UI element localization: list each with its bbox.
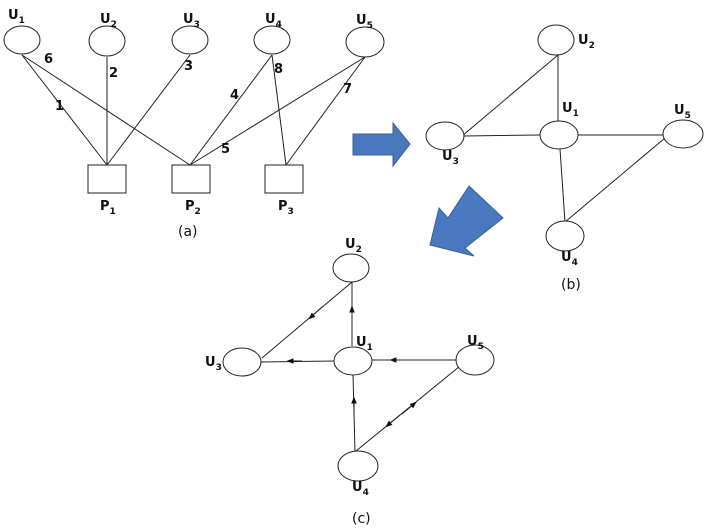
node-b-u4 (545, 220, 585, 252)
weight-label-1: 1 (55, 99, 64, 114)
weight-label-8: 8 (274, 62, 283, 77)
edge-b-u1-u4 (559, 148, 566, 223)
edge-c-u4-u1 (352, 374, 356, 453)
node-c-u3 (222, 347, 262, 377)
edge-c-u2-u3 (261, 281, 353, 359)
label-c-u4: U4 (352, 480, 369, 498)
edge-c-u2-u3-arrow (308, 306, 323, 320)
edge-a-u4-p2 (189, 54, 273, 166)
weight-label-4: 4 (230, 88, 239, 103)
panel-b: U2 U1 U3 U5 U4 (b) (425, 24, 704, 293)
edge-c-u4-u5-arrow-down (385, 414, 401, 428)
weight-label-3: 3 (184, 59, 193, 74)
label-c-u5: U5 (467, 334, 484, 352)
node-b-u1 (539, 120, 579, 150)
caption-b: (b) (561, 277, 581, 293)
node-c-u2 (332, 253, 370, 283)
node-a-u1 (3, 25, 41, 55)
label-a-p1: P1 (100, 199, 116, 217)
node-c-u5 (455, 344, 495, 376)
weight-label-5: 5 (221, 142, 230, 157)
node-a-u2 (88, 25, 126, 57)
label-a-p3: P3 (278, 199, 294, 217)
caption-a: (a) (178, 224, 198, 240)
node-a-p2 (171, 164, 211, 194)
edge-c-u4-u5-arrow-up (401, 401, 417, 415)
node-b-u5 (662, 119, 704, 149)
label-a-u2: U2 (100, 12, 117, 30)
edge-a-u1-p1 (21, 54, 108, 166)
label-b-u3: U3 (442, 149, 459, 167)
weight-label-7: 7 (343, 82, 352, 97)
node-c-u4 (337, 450, 379, 482)
edge-b-u2-u3 (461, 54, 559, 137)
label-b-u5: U5 (674, 103, 691, 121)
weight-label-6: 6 (44, 52, 53, 67)
node-a-u3 (171, 25, 209, 55)
panel-c: U2 U1 U3 U5 U4 (c) (205, 237, 495, 527)
node-a-p1 (87, 164, 127, 194)
node-b-u2 (537, 24, 575, 56)
edge-b-u1-u3 (463, 134, 541, 137)
label-c-u1: U1 (356, 335, 373, 353)
caption-c: (c) (352, 511, 371, 527)
label-a-u5: U5 (356, 13, 373, 31)
node-a-p3 (264, 164, 304, 194)
node-a-u5 (345, 26, 385, 58)
edge-b-u4-u5 (564, 137, 666, 223)
transform-arrow-down-left (429, 185, 504, 257)
label-a-u4: U4 (265, 12, 282, 30)
label-b-u1: U1 (562, 101, 579, 119)
label-a-u1: U1 (8, 8, 25, 26)
edge-a-u3-p1 (106, 54, 191, 166)
label-a-p2: P2 (185, 199, 201, 217)
edge-a-u5-p3 (285, 56, 366, 166)
label-a-u3: U3 (183, 12, 200, 30)
label-b-u2: U2 (578, 33, 595, 51)
panel-a: U1 U2 U3 U4 U5 P1 P2 P3 1 2 3 4 5 6 7 8 … (3, 8, 385, 240)
node-c-u1 (333, 346, 373, 376)
node-b-u3 (425, 121, 465, 151)
label-c-u3: U3 (205, 355, 222, 373)
node-a-u4 (253, 25, 291, 55)
label-b-u4: U4 (561, 250, 578, 268)
edge-a-u5-p2 (189, 56, 366, 166)
label-c-u2: U2 (345, 237, 362, 255)
transform-arrow-right (352, 121, 411, 168)
weight-label-2: 2 (109, 66, 118, 81)
edge-a-u1-p2 (21, 54, 191, 166)
